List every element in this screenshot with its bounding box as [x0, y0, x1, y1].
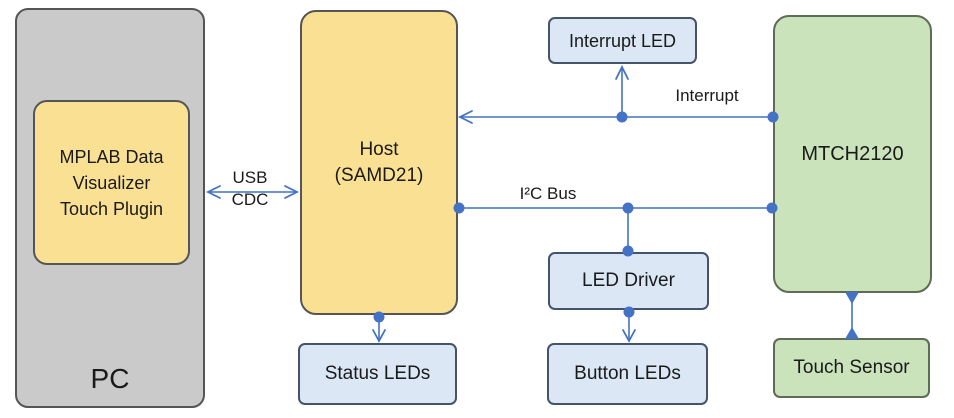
host-label: Host (SAMD21) — [334, 138, 424, 186]
arrow-down-icon — [622, 329, 636, 343]
arrow-left-icon — [457, 110, 473, 124]
node-host-samd21: Host (SAMD21) — [300, 10, 458, 315]
node-button-leds: Button LEDs — [547, 343, 708, 405]
usb-cdc-connection-label: USB CDC — [231, 168, 269, 209]
arrow-up-icon — [615, 64, 629, 80]
node-mplab-data-visualizer-touch-plugin: MPLAB Data Visualizer Touch Plugin — [33, 100, 190, 265]
status-leds-label: Status LEDs — [324, 363, 431, 384]
node-status-leds: Status LEDs — [298, 343, 457, 405]
arrow-down-icon — [372, 329, 386, 343]
triangle-down-icon — [845, 292, 859, 304]
interrupt-connection-label: Interrupt — [675, 86, 739, 105]
led-driver-label: LED Driver — [582, 270, 675, 291]
pc-label: PC — [90, 363, 130, 394]
junction-dot — [622, 202, 634, 214]
touch-sensor-label: Touch Sensor — [793, 357, 910, 378]
node-touch-sensor: Touch Sensor — [773, 338, 930, 398]
node-led-driver: LED Driver — [548, 252, 709, 310]
node-interrupt-led: Interrupt LED — [548, 17, 697, 64]
interrupt-led-label: Interrupt LED — [568, 30, 677, 51]
junction-dot — [616, 111, 628, 123]
mtch2120-label: MTCH2120 — [801, 143, 904, 165]
node-mtch2120: MTCH2120 — [773, 15, 932, 293]
i2c-bus-connection-label: I²C Bus — [519, 184, 577, 203]
mplab-plugin-label: MPLAB Data Visualizer Touch Plugin — [59, 146, 164, 219]
button-leds-label: Button LEDs — [574, 363, 681, 384]
